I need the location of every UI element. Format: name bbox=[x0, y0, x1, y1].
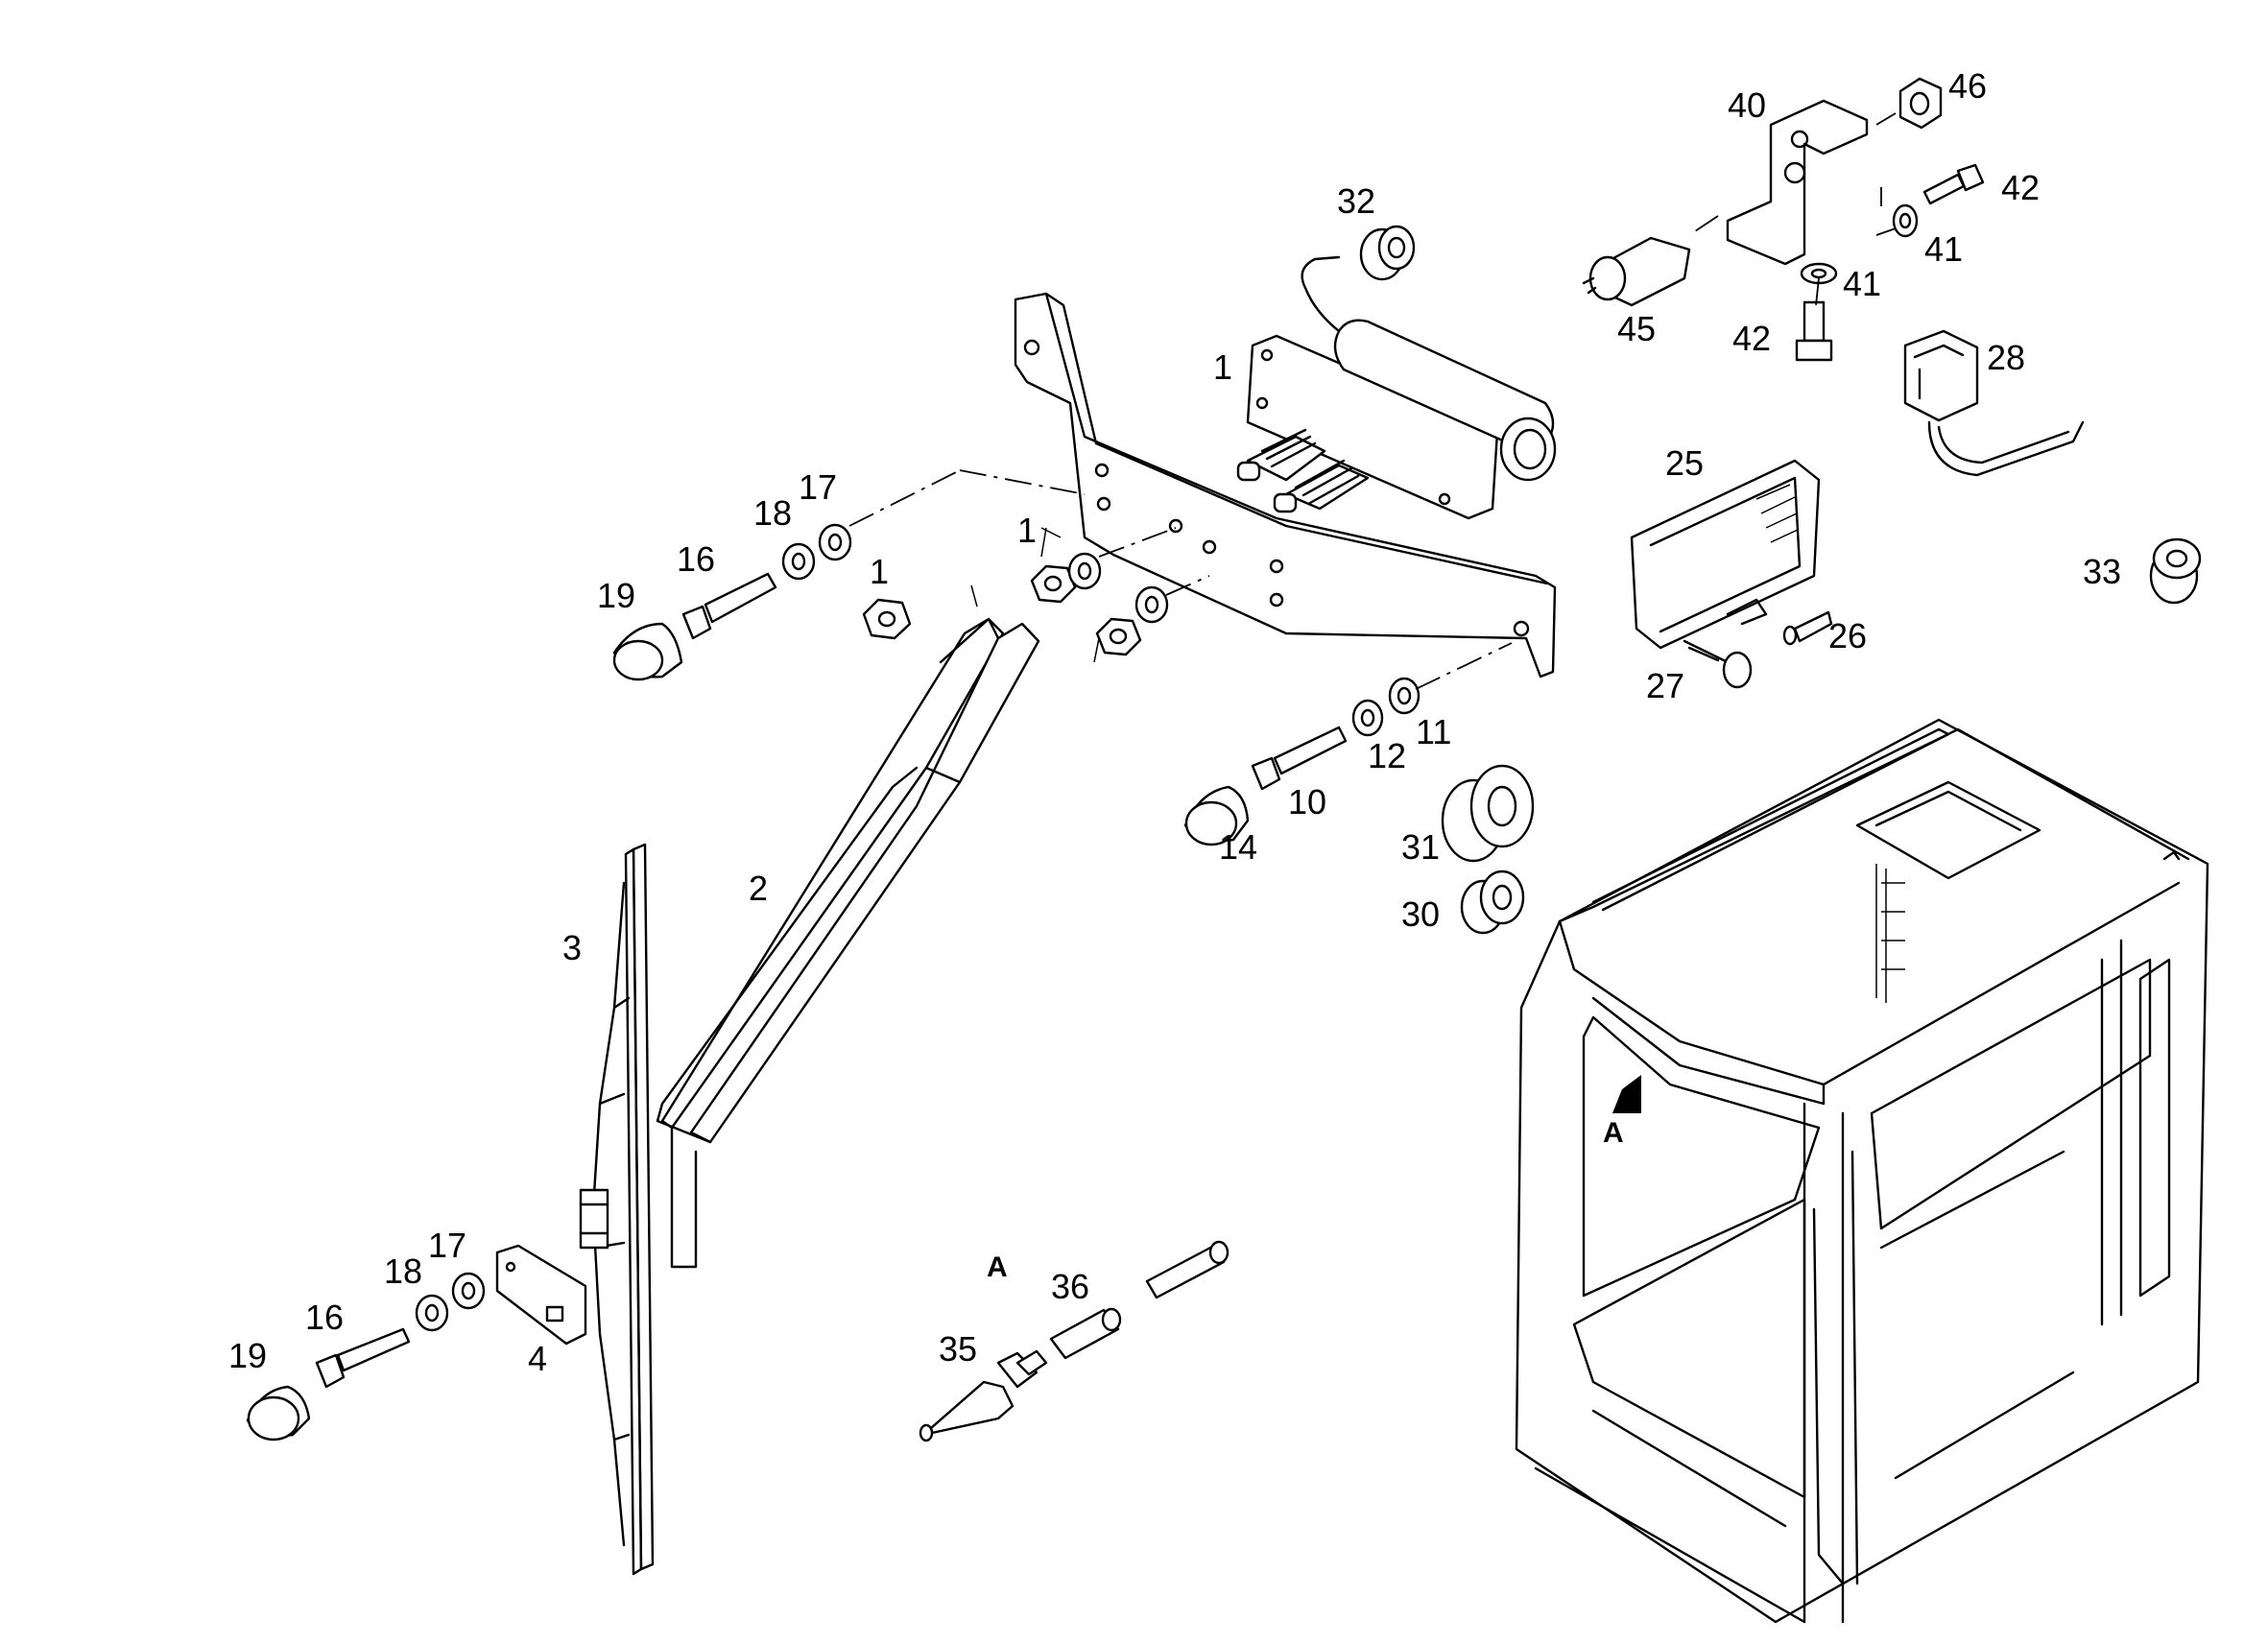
washer-41 bbox=[1800, 203, 1919, 285]
connector-28 bbox=[1903, 329, 2085, 477]
bushing-33 bbox=[2149, 537, 2202, 605]
callout-10: 10 bbox=[1288, 782, 1326, 822]
switch-bracket bbox=[1726, 99, 1869, 266]
callout-42-bottom: 42 bbox=[1732, 319, 1771, 358]
interior-lamp bbox=[1630, 459, 1821, 650]
callout-45: 45 bbox=[1617, 309, 1656, 348]
callout-19-lower: 19 bbox=[228, 1336, 267, 1375]
callout-4: 4 bbox=[528, 1339, 547, 1378]
callout-46: 46 bbox=[1948, 66, 1987, 106]
callout-17-upper: 17 bbox=[799, 467, 837, 507]
callout-12: 12 bbox=[1368, 736, 1406, 775]
fastener-set-upper-left bbox=[612, 523, 852, 681]
callout-labels: 1 1 1 2 3 4 10 11 12 14 16 16 17 17 18 1… bbox=[228, 66, 2121, 1378]
callout-2: 2 bbox=[749, 869, 768, 908]
callout-14: 14 bbox=[1219, 827, 1257, 867]
callout-31: 31 bbox=[1401, 827, 1440, 867]
bushing-30 bbox=[1460, 870, 1525, 935]
screw-27 bbox=[1683, 639, 1753, 689]
callout-41-bottom: 41 bbox=[1843, 264, 1881, 303]
callout-30: 30 bbox=[1401, 894, 1440, 934]
callout-19-upper: 19 bbox=[597, 576, 635, 615]
callout-28: 28 bbox=[1987, 338, 2025, 377]
callout-41-right: 41 bbox=[1924, 229, 1963, 269]
callout-16-upper: 16 bbox=[677, 539, 715, 579]
callout-26: 26 bbox=[1828, 616, 1867, 655]
callout-11: 11 bbox=[1416, 712, 1451, 751]
hose-36 bbox=[1049, 1240, 1229, 1360]
lamp-bulb bbox=[1782, 610, 1833, 646]
callout-1-nut-left: 1 bbox=[870, 552, 889, 591]
callout-36: 36 bbox=[1051, 1267, 1089, 1306]
nut-46 bbox=[1898, 77, 1943, 130]
operator-cab bbox=[1515, 718, 2209, 1624]
callout-1-motor: 1 bbox=[1213, 347, 1232, 387]
callout-33: 33 bbox=[2083, 552, 2121, 591]
callout-40: 40 bbox=[1728, 85, 1766, 125]
bushing-31 bbox=[1441, 764, 1535, 863]
callout-27: 27 bbox=[1646, 666, 1684, 705]
callout-25: 25 bbox=[1665, 443, 1704, 483]
wiper-bracket bbox=[1014, 292, 1557, 679]
cab-view-marker-label: A bbox=[1603, 1117, 1624, 1149]
callout-1-nut-right: 1 bbox=[1017, 511, 1037, 550]
callout-3: 3 bbox=[562, 928, 582, 967]
wiper-arm bbox=[656, 617, 1040, 1269]
assembly-lines bbox=[848, 112, 1897, 690]
blade-adapter bbox=[495, 1244, 587, 1346]
wiper-motor bbox=[1236, 255, 1557, 520]
callout-18-lower: 18 bbox=[384, 1251, 422, 1291]
fastener-set-lower-left bbox=[246, 1272, 486, 1441]
view-arrow-marker bbox=[1612, 1075, 1641, 1113]
callout-16-lower: 16 bbox=[305, 1298, 344, 1337]
callout-35: 35 bbox=[939, 1329, 977, 1369]
wiper-blade bbox=[579, 843, 655, 1576]
switch-45 bbox=[1582, 236, 1691, 307]
washer-nozzle bbox=[919, 1349, 1048, 1442]
detail-view-label: A bbox=[987, 1251, 1008, 1283]
fastener-set-lower-right bbox=[1183, 677, 1420, 846]
nut-washer-set bbox=[862, 552, 1169, 656]
bolt-42 bbox=[1795, 163, 1985, 362]
callout-42-right: 42 bbox=[2001, 168, 2040, 207]
callout-32: 32 bbox=[1337, 181, 1375, 221]
grommet-32 bbox=[1359, 225, 1416, 281]
callout-18-upper: 18 bbox=[753, 493, 792, 533]
callout-17-lower: 17 bbox=[428, 1226, 466, 1265]
